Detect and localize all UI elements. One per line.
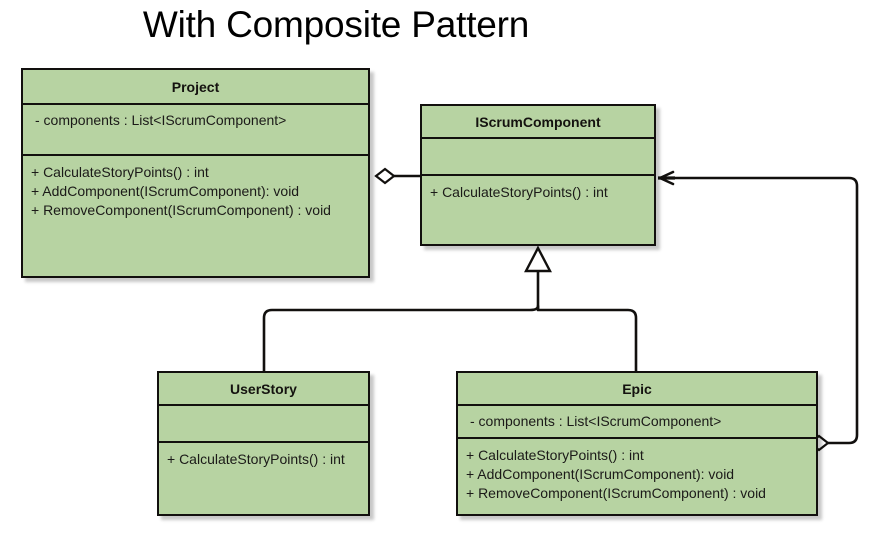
class-name-userstory: UserStory bbox=[159, 373, 368, 406]
uml-class-epic[interactable]: Epic - components : List<IScrumComponent… bbox=[456, 371, 818, 516]
class-attributes-iscrumcomponent bbox=[422, 139, 654, 176]
hollow-diamond-icon bbox=[374, 167, 396, 185]
class-name-epic: Epic bbox=[458, 373, 816, 406]
uml-class-project[interactable]: Project - components : List<IScrumCompon… bbox=[21, 68, 370, 278]
operation-row: + RemoveComponent(IScrumComponent) : voi… bbox=[31, 202, 331, 218]
class-name-project: Project bbox=[23, 70, 368, 105]
aggregation-line-epic bbox=[664, 176, 859, 445]
class-operations-userstory: + CalculateStoryPoints() : int bbox=[159, 443, 368, 514]
attribute-row: - components : List<IScrumComponent> bbox=[470, 413, 722, 429]
operation-row: + CalculateStoryPoints() : int bbox=[466, 447, 644, 463]
class-operations-epic: + CalculateStoryPoints() : int + AddComp… bbox=[458, 439, 816, 514]
relationship-generalization-to-iscrumcomponent bbox=[262, 245, 638, 371]
operation-row: + CalculateStoryPoints() : int bbox=[430, 184, 608, 200]
operation-row: + CalculateStoryPoints() : int bbox=[31, 164, 209, 180]
class-name-iscrumcomponent: IScrumComponent bbox=[422, 106, 654, 139]
uml-class-userstory[interactable]: UserStory + CalculateStoryPoints() : int bbox=[157, 371, 370, 516]
attribute-row: - components : List<IScrumComponent> bbox=[35, 112, 287, 128]
class-operations-project: + CalculateStoryPoints() : int + AddComp… bbox=[23, 156, 368, 276]
class-attributes-epic: - components : List<IScrumComponent> bbox=[458, 406, 816, 439]
class-operations-iscrumcomponent: + CalculateStoryPoints() : int bbox=[422, 176, 654, 244]
uml-class-iscrumcomponent[interactable]: IScrumComponent + CalculateStoryPoints()… bbox=[420, 104, 656, 246]
class-attributes-userstory bbox=[159, 406, 368, 443]
diagram-title: With Composite Pattern bbox=[142, 4, 530, 45]
operation-row: + AddComponent(IScrumComponent): void bbox=[466, 466, 735, 482]
generalization-fork bbox=[262, 304, 638, 371]
class-attributes-project: - components : List<IScrumComponent> bbox=[23, 105, 368, 156]
hollow-triangle-icon bbox=[524, 245, 552, 273]
operation-row: + CalculateStoryPoints() : int bbox=[167, 451, 345, 467]
operation-row: + AddComponent(IScrumComponent): void bbox=[31, 183, 300, 199]
operation-row: + RemoveComponent(IScrumComponent) : voi… bbox=[466, 485, 766, 501]
